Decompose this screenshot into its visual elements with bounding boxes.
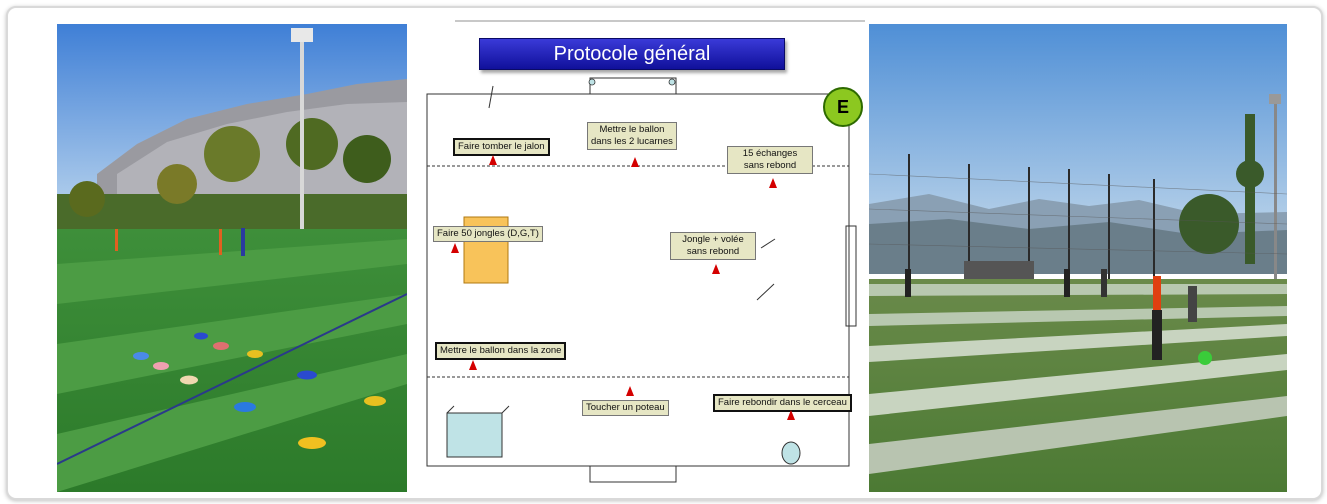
photo-training-field-cones: [57, 24, 407, 492]
cone-icon: [451, 243, 459, 253]
cone-icon: [631, 157, 639, 167]
station-label: Faire 50 jongles (D,G,T): [433, 226, 543, 242]
cone-icon: [769, 178, 777, 188]
station-label: 15 échanges sans rebond: [727, 146, 813, 174]
station-label: Faire rebondir dans le cerceau: [713, 394, 852, 412]
station-label: Mettre le ballon dans les 2 lucarnes: [587, 122, 677, 150]
station-label-line: Jongle + volée: [682, 234, 744, 245]
station-label-line: sans rebond: [686, 246, 740, 257]
target-box: [446, 412, 503, 458]
station-label-line: dans les 2 lucarnes: [591, 136, 673, 147]
station-label: Faire tomber le jalon: [453, 138, 550, 156]
station-label-line: Mettre le ballon: [599, 124, 665, 135]
cone-icon: [489, 155, 497, 165]
station-label-line: sans rebond: [743, 160, 797, 171]
cone-icon: [469, 360, 477, 370]
diagram-title: Protocole général: [479, 38, 785, 70]
cone-icon: [787, 410, 795, 420]
field-lines: [426, 77, 857, 483]
station-label: Jongle + volée sans rebond: [670, 232, 756, 260]
photo-players-on-field: [869, 24, 1287, 492]
cone-icon: [626, 386, 634, 396]
cone-icon: [712, 264, 720, 274]
hoop: [781, 441, 801, 465]
station-label: Toucher un poteau: [582, 400, 669, 416]
protocol-diagram: Protocole général E Faire tomber le jalo…: [409, 20, 867, 492]
station-label-line: 15 échanges: [742, 148, 798, 159]
badge-e: E: [823, 87, 863, 127]
station-label: Mettre le ballon dans la zone: [435, 342, 567, 360]
